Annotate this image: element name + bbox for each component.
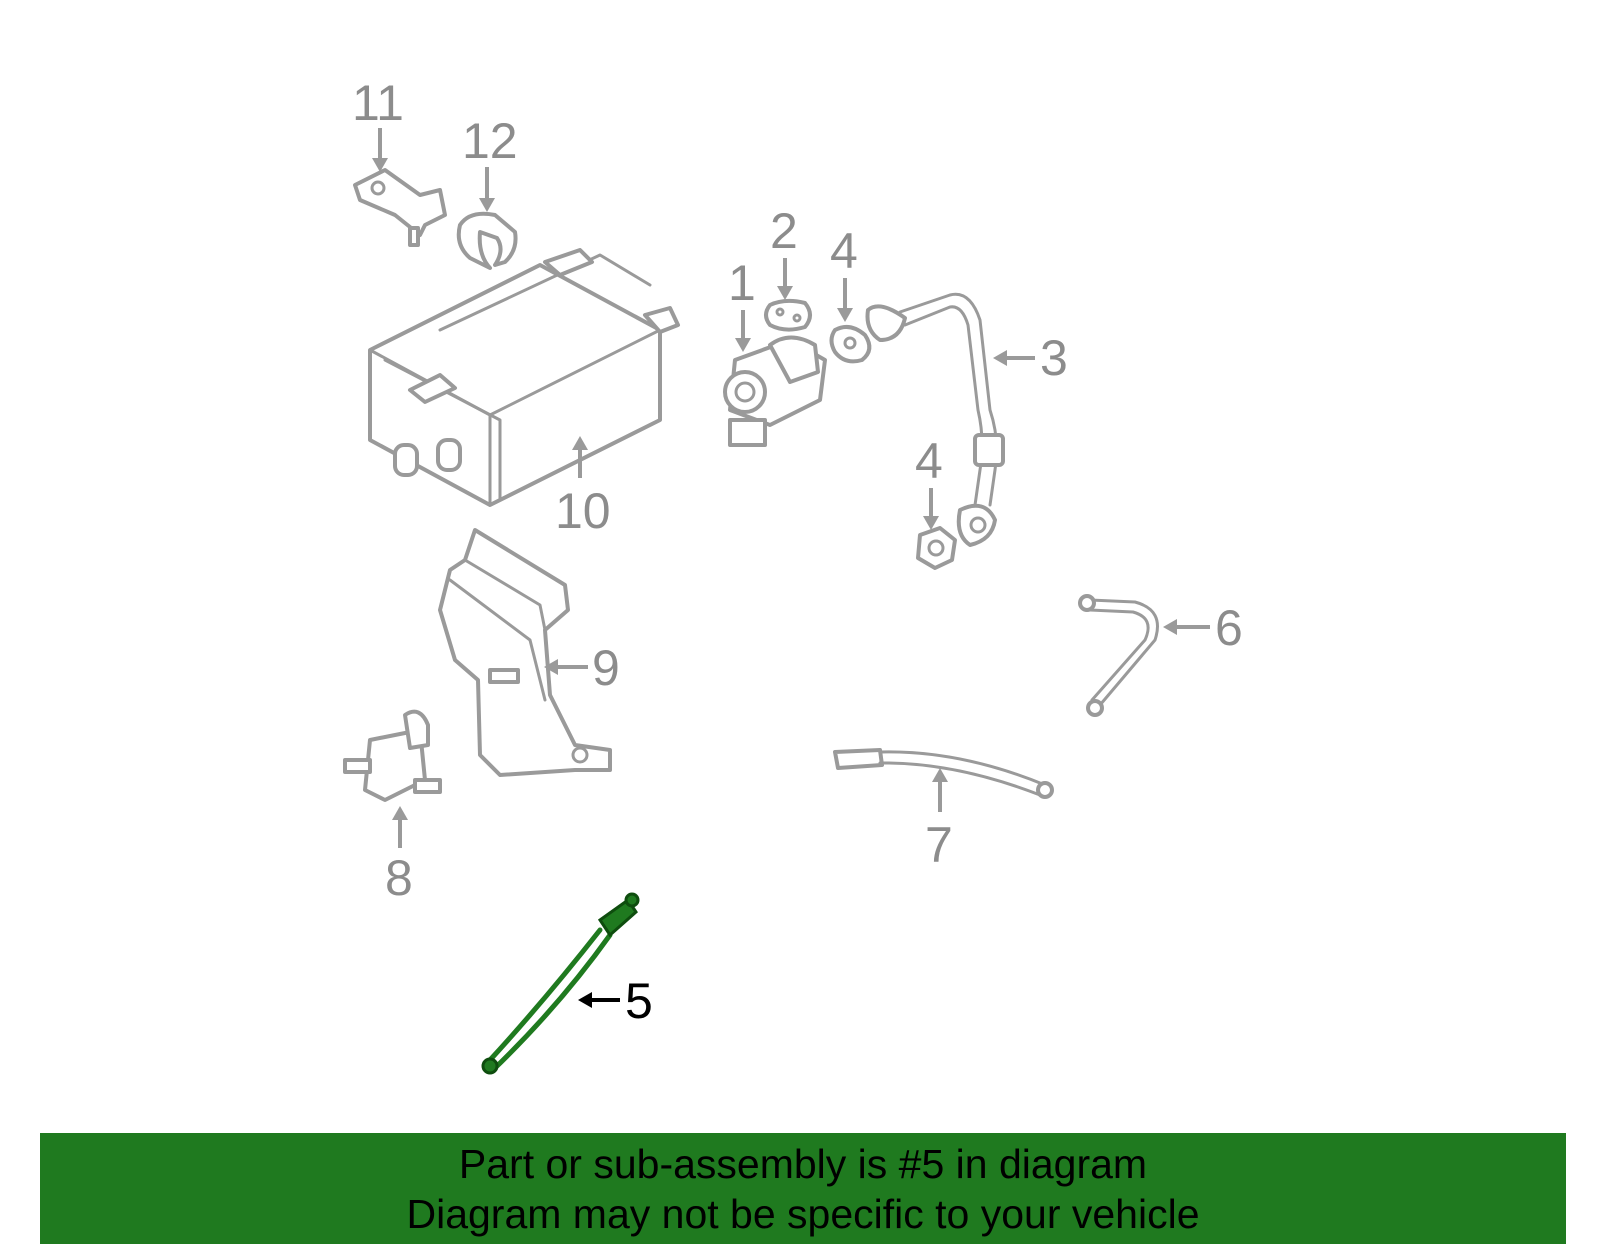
- svg-text:4: 4: [830, 223, 858, 279]
- svg-text:7: 7: [925, 817, 953, 873]
- callout-5: 5: [578, 973, 653, 1029]
- svg-text:8: 8: [385, 850, 413, 906]
- part-10-canister[interactable]: [368, 248, 680, 507]
- svg-text:4: 4: [915, 433, 943, 489]
- svg-text:10: 10: [555, 483, 611, 539]
- callout-11: 11: [352, 75, 404, 172]
- callout-7: 7: [925, 768, 953, 873]
- callout-9: 9: [544, 640, 620, 696]
- callout-12: 12: [462, 113, 518, 212]
- part-4-gasket-lower[interactable]: [916, 526, 957, 570]
- part-1-valve[interactable]: [723, 335, 827, 447]
- callout-4-upper: 4: [830, 223, 858, 322]
- info-banner: Part or sub-assembly is #5 in diagram Di…: [40, 1133, 1566, 1244]
- svg-text:9: 9: [592, 640, 620, 696]
- part-4-gasket-upper[interactable]: [829, 324, 872, 364]
- banner-line-1: Part or sub-assembly is #5 in diagram: [458, 1140, 1148, 1187]
- part-12-clip[interactable]: [456, 211, 518, 270]
- part-7-sensor[interactable]: [833, 748, 1054, 799]
- callout-10: 10: [555, 436, 611, 539]
- callout-2: 2: [770, 203, 798, 300]
- svg-text:5: 5: [625, 973, 653, 1029]
- svg-text:12: 12: [462, 113, 518, 169]
- callout-1: 1: [728, 255, 756, 352]
- banner-line-2: Diagram may not be specific to your vehi…: [406, 1190, 1200, 1237]
- svg-text:1: 1: [728, 255, 756, 311]
- svg-text:6: 6: [1215, 600, 1243, 656]
- part-8-solenoid[interactable]: [343, 709, 442, 802]
- part-6-sensor[interactable]: [1078, 594, 1159, 717]
- part-9-bracket[interactable]: [438, 528, 612, 777]
- part-11-bracket[interactable]: [353, 168, 447, 247]
- svg-text:2: 2: [770, 203, 798, 259]
- callout-3: 3: [993, 330, 1068, 386]
- callout-4-lower: 4: [915, 433, 943, 530]
- svg-text:11: 11: [352, 75, 404, 131]
- callout-8: 8: [385, 806, 413, 906]
- callout-6: 6: [1163, 600, 1243, 656]
- part-2-gasket[interactable]: [764, 298, 812, 332]
- part-5-sensor-highlighted[interactable]: [481, 892, 640, 1075]
- part-3-pipe[interactable]: [865, 292, 1005, 547]
- svg-text:3: 3: [1040, 330, 1068, 386]
